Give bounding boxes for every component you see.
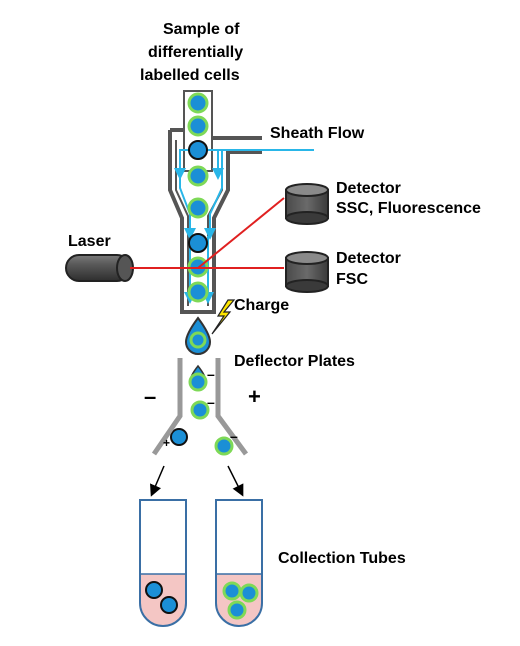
left-plate-sign: – [144, 384, 157, 409]
falling-droplets [170, 364, 234, 456]
laser-label: Laser [68, 233, 111, 250]
cells-in-stream [187, 92, 209, 303]
cell-left-sign: + [163, 436, 171, 450]
sample-label-line2: differentially [148, 44, 244, 61]
collection-tube-right [215, 499, 263, 627]
deflected-cell-right [214, 436, 234, 456]
collection-tubes-label: Collection Tubes [278, 550, 406, 567]
unlabelled-cell [188, 140, 208, 160]
labelled-cell [187, 165, 209, 187]
arrow-to-left-tube [150, 465, 165, 497]
labelled-cell [187, 115, 209, 137]
charged-droplet [184, 316, 212, 355]
labelled-cell [187, 197, 209, 219]
detector-cylinder-icon [285, 183, 329, 225]
unlabelled-cell [188, 233, 208, 253]
labelled-cell [187, 92, 209, 114]
laser-cylinder-icon [65, 254, 134, 282]
right-plate-sign: + [248, 384, 261, 409]
droplet1-sign: – [207, 366, 215, 382]
deflector-plates [151, 358, 249, 456]
side-scatter-beam [197, 197, 285, 269]
arrow-to-right-tube [227, 465, 244, 497]
labelled-cell [187, 281, 209, 303]
deflector-plates-label: Deflector Plates [234, 353, 355, 370]
sample-label-line1: Sample of [163, 21, 240, 38]
droplet2-sign: – [207, 394, 215, 410]
detector-cylinder-icon [285, 251, 329, 293]
lightning-bolt-icon [211, 299, 236, 335]
detector-ssc-label-line1: Detector [336, 180, 401, 197]
detector-fsc-label-line2: FSC [336, 271, 368, 288]
collection-tube-left [139, 499, 187, 627]
sample-label-line3: labelled cells [140, 67, 240, 84]
cell-right-sign: – [230, 428, 238, 444]
detector-ssc-label-line2: SSC, Fluorescence [336, 200, 481, 217]
sheath-flow-label: Sheath Flow [270, 125, 365, 142]
detector-fsc-label-line1: Detector [336, 250, 401, 267]
charge-label: Charge [234, 297, 290, 314]
deflected-cell-left [170, 428, 188, 446]
